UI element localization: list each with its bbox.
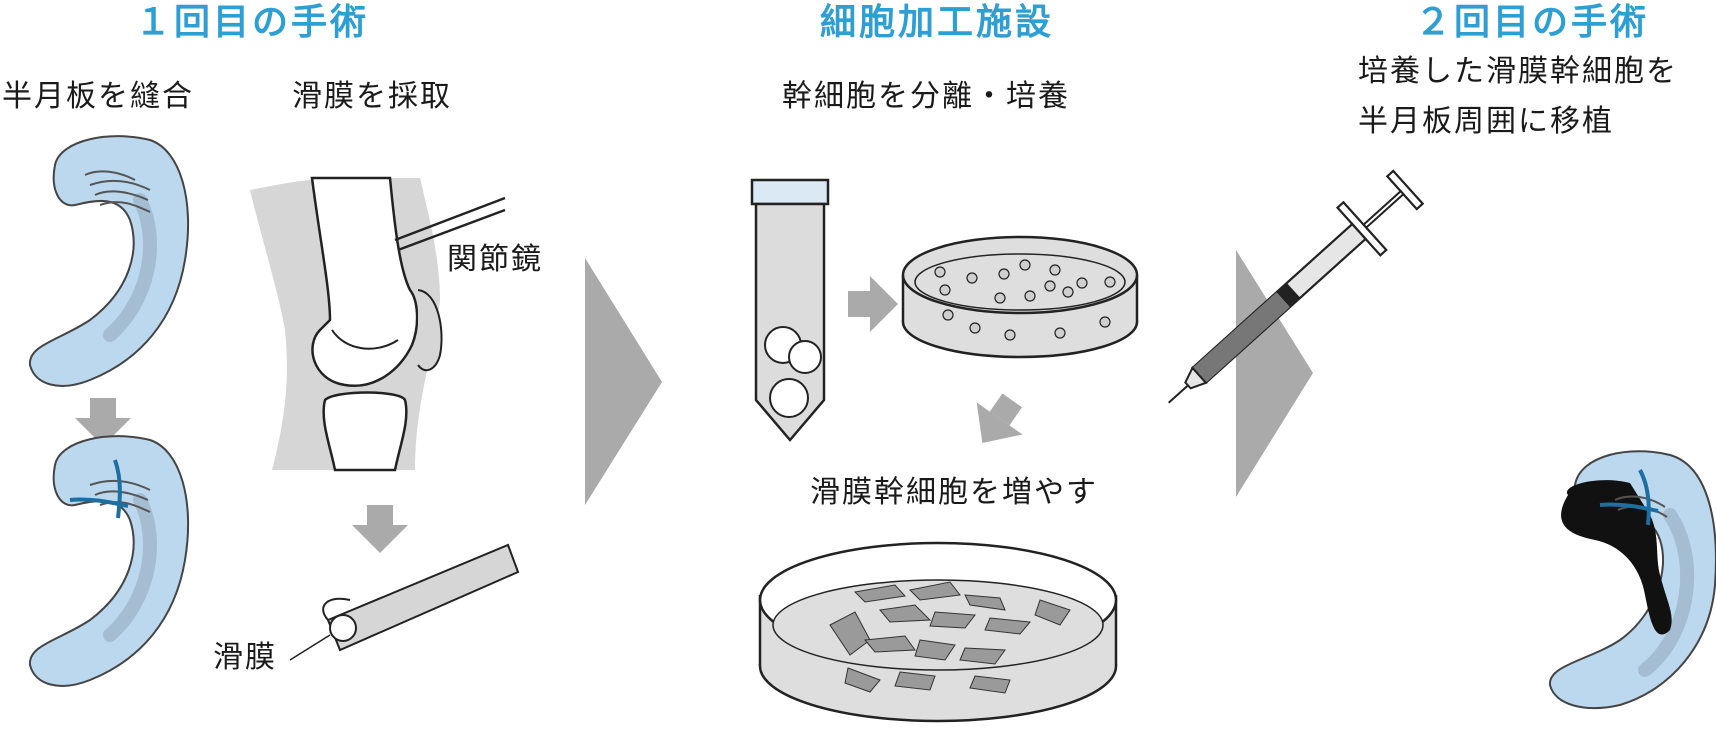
arrow-down-icon <box>75 398 131 446</box>
petri-dish-icon <box>901 235 1139 359</box>
label-isolate-culture: 幹細胞を分離・培養 <box>782 79 1070 114</box>
label-transplant-line1: 培養した滑膜幹細胞を <box>1358 54 1678 89</box>
chevron-right-icon <box>585 258 662 505</box>
meniscus-icon <box>1548 450 1716 709</box>
label-expand-cells: 滑膜幹細胞を増やす <box>810 475 1098 510</box>
arrow-down-icon <box>352 505 408 553</box>
label-transplant-line2: 半月板周囲に移植 <box>1358 104 1614 139</box>
label-arthroscope: 関節鏡 <box>447 242 543 277</box>
arrow-right-icon <box>848 276 898 332</box>
test-tube-icon <box>750 178 830 442</box>
heading-second-surgery: ２回目の手術 <box>1415 2 1650 43</box>
knee-joint-icon <box>250 176 443 472</box>
heading-cell-facility: 細胞加工施設 <box>820 2 1055 43</box>
label-harvest-synovium: 滑膜を採取 <box>292 79 452 114</box>
petri-dish-icon <box>758 541 1118 723</box>
arthroscope-icon <box>394 196 506 252</box>
syringe-icon <box>1168 169 1425 404</box>
meniscus-icon <box>30 136 188 386</box>
arrow-down-icon <box>976 393 1023 444</box>
forceps-icon <box>289 543 520 661</box>
heading-first-surgery: １回目の手術 <box>135 2 370 43</box>
meniscus-icon <box>30 436 188 686</box>
label-suture-meniscus: 半月板を縫合 <box>2 79 194 114</box>
label-synovium: 滑膜 <box>213 640 277 675</box>
